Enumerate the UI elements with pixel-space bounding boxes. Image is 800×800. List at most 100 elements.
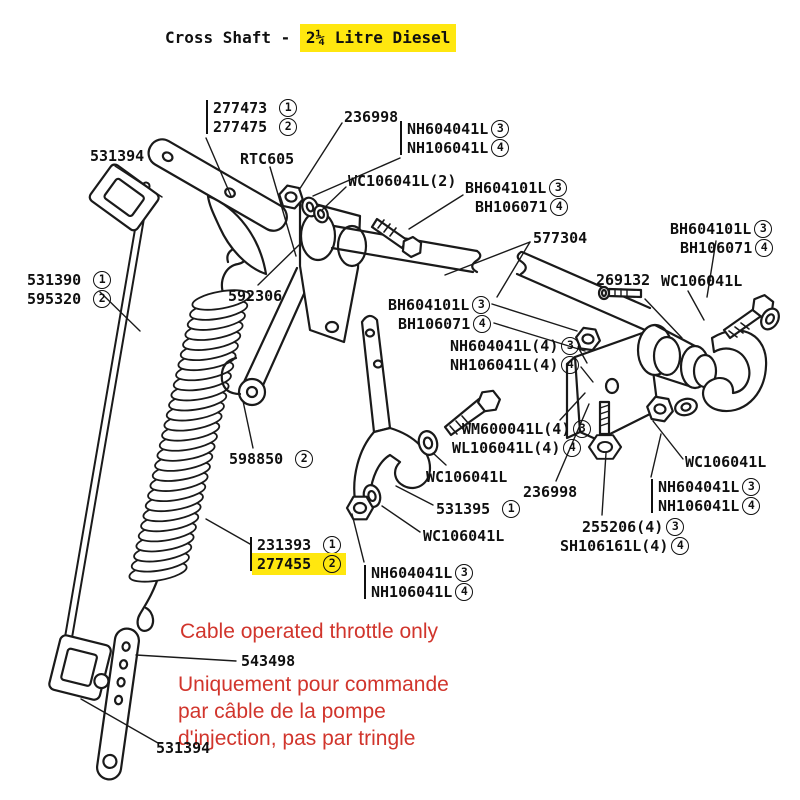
clamp-bolt-right <box>722 294 780 340</box>
part-number: NH106041L(4) <box>450 355 559 374</box>
circled-qualifier: 1 <box>93 270 112 289</box>
circled-qualifier: 3 <box>742 477 761 496</box>
circled-qualifier: 3 <box>472 295 491 314</box>
return-spring <box>128 247 251 632</box>
part-number: 255206(4) <box>582 517 664 536</box>
part-number: RTC605 <box>240 149 295 168</box>
circled-qualifier: 4 <box>671 536 690 555</box>
part-number: NH604041L <box>407 119 489 138</box>
part-label-wc-top: WC106041L(2) <box>348 171 456 190</box>
circled-qualifier: 1 <box>279 98 298 117</box>
circled-qualifier: 2 <box>323 554 342 573</box>
part-label-rtc605: RTC605 <box>240 149 294 168</box>
clevis-top <box>88 163 160 232</box>
circled-qualifier: 3 <box>561 336 580 355</box>
part-number: BH604101L <box>670 219 752 238</box>
part-label-236998-top: 236998 <box>344 107 398 126</box>
part-number: 277455 <box>257 554 321 573</box>
part-number: 531394 <box>90 146 145 165</box>
part-number: WC106041L <box>661 271 743 290</box>
spacer-rtc605 <box>206 194 268 276</box>
part-label-543498: 543498 <box>241 651 295 670</box>
part-number: NH604041L(4) <box>450 336 559 355</box>
circled-qualifier: 4 <box>561 355 580 374</box>
part-number: 531395 <box>436 499 500 518</box>
part-number: BH106071 <box>398 314 471 333</box>
title-highlight: 2¼ Litre Diesel <box>299 24 457 52</box>
part-label-236998-mid: 236998 <box>523 482 577 501</box>
clevis-bottom <box>48 634 112 701</box>
circled-qualifier: 2 <box>295 449 314 468</box>
right-nut-washer <box>646 395 698 423</box>
part-number: 277473 <box>213 98 277 117</box>
circled-qualifier: 3 <box>754 219 773 238</box>
part-label-577304: 577304 <box>533 228 587 247</box>
mounting-bracket <box>298 198 368 344</box>
part-number: 598850 <box>229 449 293 468</box>
part-label-531394-bot: 531394 <box>156 738 210 757</box>
circled-qualifier: 4 <box>473 314 492 333</box>
spring-anchor-arm <box>220 266 314 407</box>
part-label-598850: 598850 2 <box>229 449 314 468</box>
part-label-wc-mid2: WC106041L <box>423 526 504 545</box>
throttle-lever <box>353 314 432 502</box>
circled-qualifier: 3 <box>666 517 685 536</box>
part-number: BH604101L <box>465 178 547 197</box>
note-french-line1: Uniquement pour commande <box>178 673 449 696</box>
part-number: 577304 <box>533 228 588 247</box>
part-label-531394-top: 531394 <box>90 146 144 165</box>
note-french: Uniquement pour commande par câble de la… <box>178 671 449 752</box>
part-label-592306: 592306 <box>228 286 282 305</box>
part-number: WC106041L <box>426 467 508 486</box>
cross-shaft <box>330 224 652 332</box>
circled-qualifier: 4 <box>455 582 474 601</box>
part-number: WM600041L(4) <box>462 419 571 438</box>
circled-qualifier: 3 <box>455 563 474 582</box>
part-number: 595320 <box>27 289 91 308</box>
part-number: 531394 <box>156 738 211 757</box>
part-number: NH604041L <box>371 563 453 582</box>
angled-bolt <box>443 389 501 437</box>
throttle-link-strap <box>95 627 141 781</box>
part-number: 269132 <box>596 270 651 289</box>
circled-qualifier: 4 <box>755 238 774 257</box>
part-number: 531390 <box>27 270 91 289</box>
part-number: 236998 <box>344 107 399 126</box>
circled-qualifier: 4 <box>742 496 761 515</box>
part-number: WC106041L <box>685 452 767 471</box>
part-label-wc-right-bot: WC106041L <box>685 452 766 471</box>
part-number: WC106041L(2) <box>348 171 457 190</box>
part-number: 592306 <box>228 286 283 305</box>
circled-qualifier: 4 <box>563 438 582 457</box>
circled-qualifier: 2 <box>279 117 298 136</box>
label-group-bar <box>364 565 366 599</box>
note-english: Cable operated throttle only <box>180 620 438 643</box>
right-bracket-assembly <box>565 323 768 442</box>
part-number: NH604041L <box>658 477 740 496</box>
part-number: NH106041L <box>407 138 489 157</box>
page-title: Cross Shaft - 2¼ Litre Diesel <box>165 24 457 52</box>
part-label-531395: 531395 1 <box>436 499 521 518</box>
part-label-wc-right-top: WC106041L <box>661 271 742 290</box>
note-french-line3: d'injection, pas par tringle <box>178 727 416 750</box>
part-number: 277475 <box>213 117 277 136</box>
label-group-bar <box>250 537 252 571</box>
label-group-bar <box>206 100 208 134</box>
circled-qualifier: 3 <box>573 419 592 438</box>
leader-lines <box>80 122 717 744</box>
small-bolt-269132 <box>597 285 643 301</box>
part-label-wc-mid1: WC106041L <box>426 467 507 486</box>
part-number: SH106161L(4) <box>560 536 669 555</box>
